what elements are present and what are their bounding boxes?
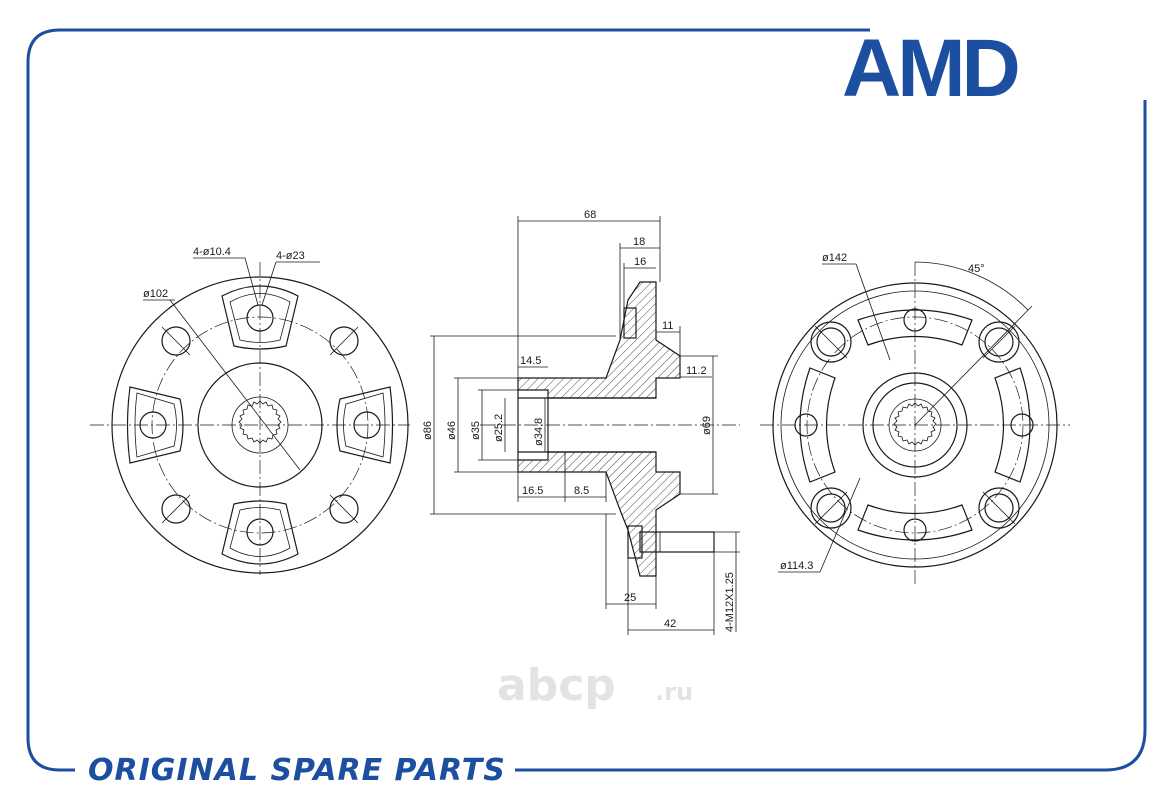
- left-bolt-hole-2: [329, 326, 359, 356]
- label-angle: 45°: [968, 263, 985, 275]
- stud-bolt: [639, 531, 715, 553]
- left-bolt-hole-3: [161, 494, 191, 524]
- dim-8-5: 8.5: [574, 485, 589, 497]
- right-bolt-hole-left: [794, 413, 818, 437]
- left-boss-left: [126, 386, 184, 464]
- dim-16: 16: [634, 256, 646, 268]
- right-bolt-hole-right: [1010, 413, 1034, 437]
- left-boss-bottom: [221, 500, 299, 565]
- border-frame: [26, 28, 1147, 772]
- dim-dia-25-2: ø25.2: [493, 414, 505, 442]
- dim-11-2: 11.2: [686, 365, 707, 377]
- left-stud-hole-left: [139, 411, 167, 439]
- right-rib-right: [994, 367, 1031, 483]
- section-view: 68 18 16 11 11.2 14.5 ø86 ø46 ø35 ø25.2 …: [422, 209, 740, 635]
- dim-16-5: 16.5: [522, 485, 543, 497]
- section-upper-half: [517, 281, 681, 399]
- label-bolt-hole: 4-ø10.4: [193, 246, 231, 258]
- left-stud-hole-bottom: [246, 518, 274, 546]
- logo-text: AMD: [842, 23, 1018, 114]
- dim-dia-69: ø69: [701, 416, 713, 435]
- amd-logo: AMD: [842, 23, 1022, 114]
- dim-dia-35: ø35: [470, 421, 482, 440]
- left-boss-top: [221, 285, 299, 350]
- angle-arc: [914, 261, 1029, 311]
- left-stud-hole-top: [246, 304, 274, 332]
- right-rib-top: [857, 309, 973, 346]
- dim-dia-34-8: ø34.8: [533, 418, 545, 446]
- footer-text: ORIGINAL SPARE PARTS: [88, 753, 506, 788]
- left-front-view: 4-ø10.4 4-ø23 ø102: [90, 246, 410, 575]
- dim-stud-thread: 4-M12X1.25: [724, 572, 736, 632]
- label-outer-dia: ø142: [822, 252, 847, 264]
- dim-68: 68: [584, 209, 596, 221]
- right-rib-left: [799, 367, 836, 483]
- right-rib-bottom: [857, 504, 973, 541]
- watermark-text: abcp: [497, 660, 616, 711]
- dim-11: 11: [662, 320, 673, 332]
- dim-14-5: 14.5: [520, 355, 541, 367]
- dim-dia-46: ø46: [446, 421, 458, 440]
- watermark-suffix: .ru: [655, 678, 693, 706]
- dim-dia-86: ø86: [422, 421, 434, 440]
- left-boss-right: [336, 386, 394, 464]
- right-bolt-hole-top: [903, 308, 927, 332]
- right-rear-view: 45° ø142 ø114.3: [760, 252, 1070, 585]
- left-leader-line: [169, 299, 301, 471]
- left-bolt-hole-1: [161, 326, 191, 356]
- label-pcd-102: ø102: [143, 288, 168, 300]
- dim-42: 42: [664, 618, 676, 630]
- right-bolt-hole-bottom: [903, 518, 927, 542]
- label-stud-pcd: ø114.3: [780, 560, 813, 572]
- dim-18: 18: [633, 236, 645, 248]
- section-top-stud: [623, 307, 637, 339]
- left-stud-hole-right: [353, 411, 381, 439]
- label-stud-boss: 4-ø23: [276, 250, 305, 262]
- right-stud-holes: [810, 321, 1020, 529]
- dim-25: 25: [624, 592, 636, 604]
- left-bolt-hole-4: [329, 494, 359, 524]
